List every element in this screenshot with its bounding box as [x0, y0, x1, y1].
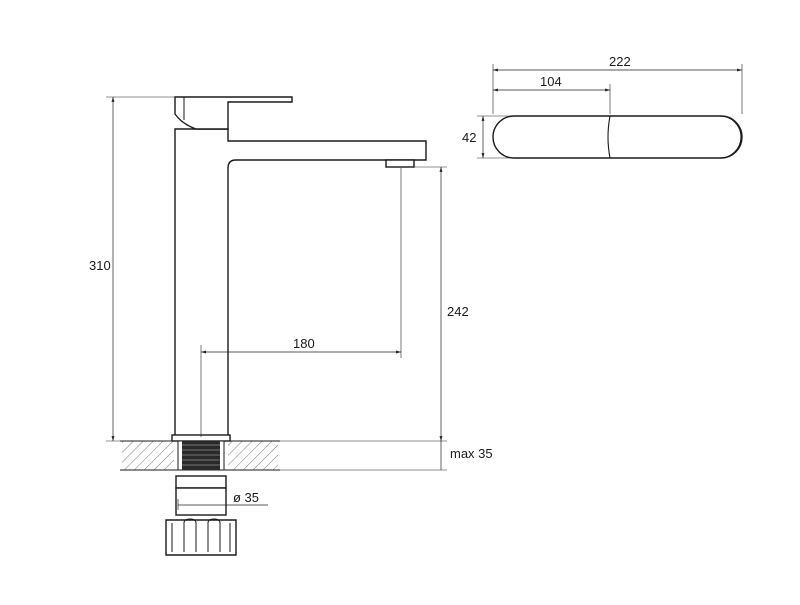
thread-diameter-label: ø 35	[233, 490, 259, 505]
max-thickness-label: max 35	[450, 446, 493, 461]
spout-reach-label: 180	[293, 336, 315, 351]
locking-nut-ribs	[171, 518, 231, 552]
dimension-total-height	[106, 96, 175, 442]
dimension-spout-height	[280, 166, 447, 442]
spout-height-label: 242	[447, 304, 469, 319]
dimension-spout-reach	[200, 168, 402, 437]
handle-length-label: 104	[540, 74, 562, 89]
faucet-top-view	[492, 115, 743, 159]
top-width-label: 42	[462, 130, 476, 145]
dimension-top-length	[492, 64, 743, 114]
countertop-section	[120, 440, 280, 471]
dimension-thread-diameter	[177, 499, 268, 510]
dimension-max-thickness	[280, 441, 447, 471]
top-length-label: 222	[609, 54, 631, 69]
dimension-top-width	[477, 115, 513, 159]
faucet-side-view	[165, 96, 427, 556]
total-height-label: 310	[89, 258, 111, 273]
thread-pattern	[182, 441, 220, 470]
dimension-handle-length	[493, 84, 611, 114]
